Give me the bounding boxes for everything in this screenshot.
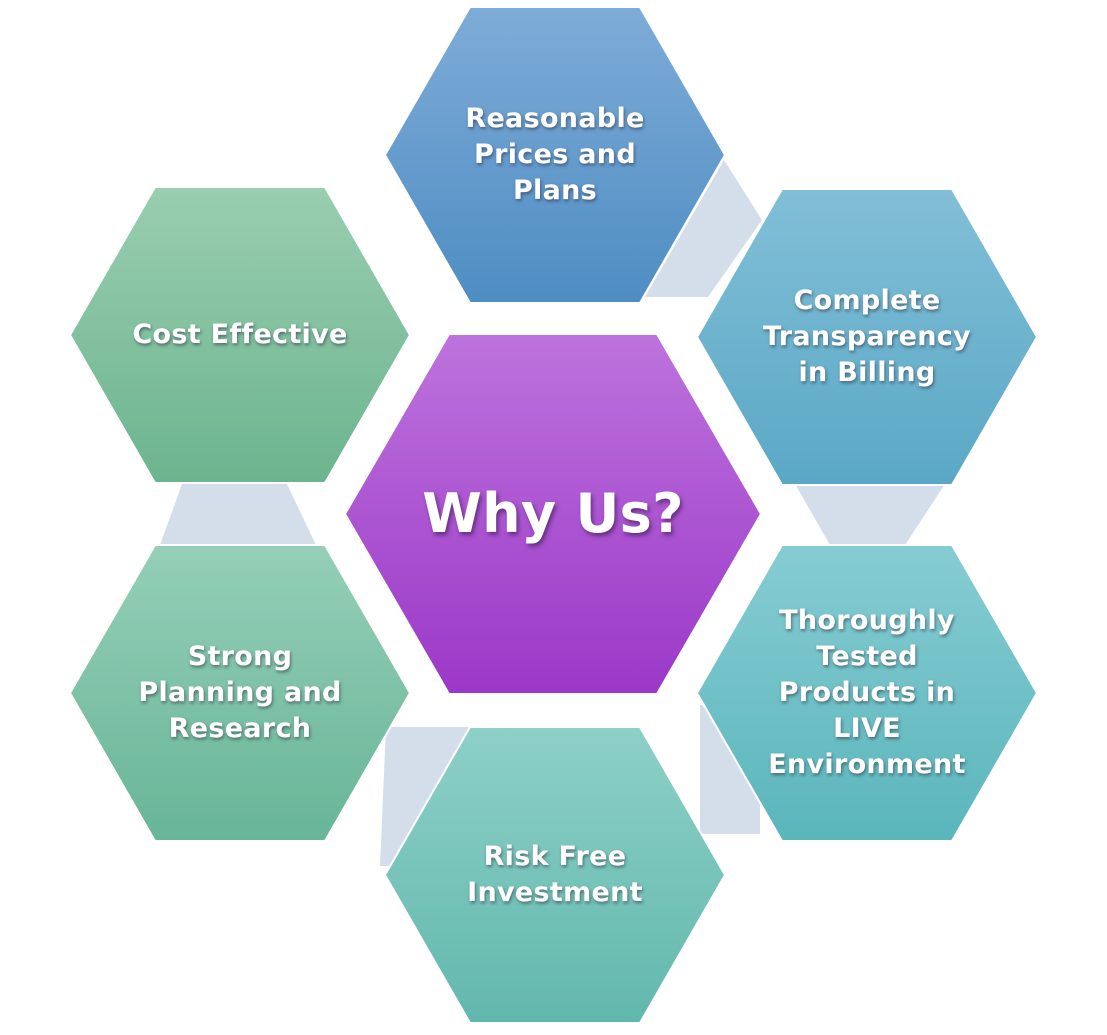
connector-3: [380, 727, 470, 866]
why-us-hexagon: [344, 333, 762, 695]
strong-planning-hexagon: [69, 544, 411, 842]
cost-effective-hexagon: [69, 186, 411, 484]
connector-layer: [160, 160, 945, 866]
hexagon-layer: [69, 6, 1038, 1024]
connector-4: [160, 484, 316, 545]
connector-1: [795, 484, 945, 545]
reasonable-prices-hexagon: [384, 6, 726, 304]
thoroughly-tested-hexagon: [696, 544, 1038, 842]
complete-transparency-hexagon: [696, 188, 1038, 486]
risk-free-hexagon: [384, 726, 726, 1024]
connector-0: [645, 160, 762, 297]
